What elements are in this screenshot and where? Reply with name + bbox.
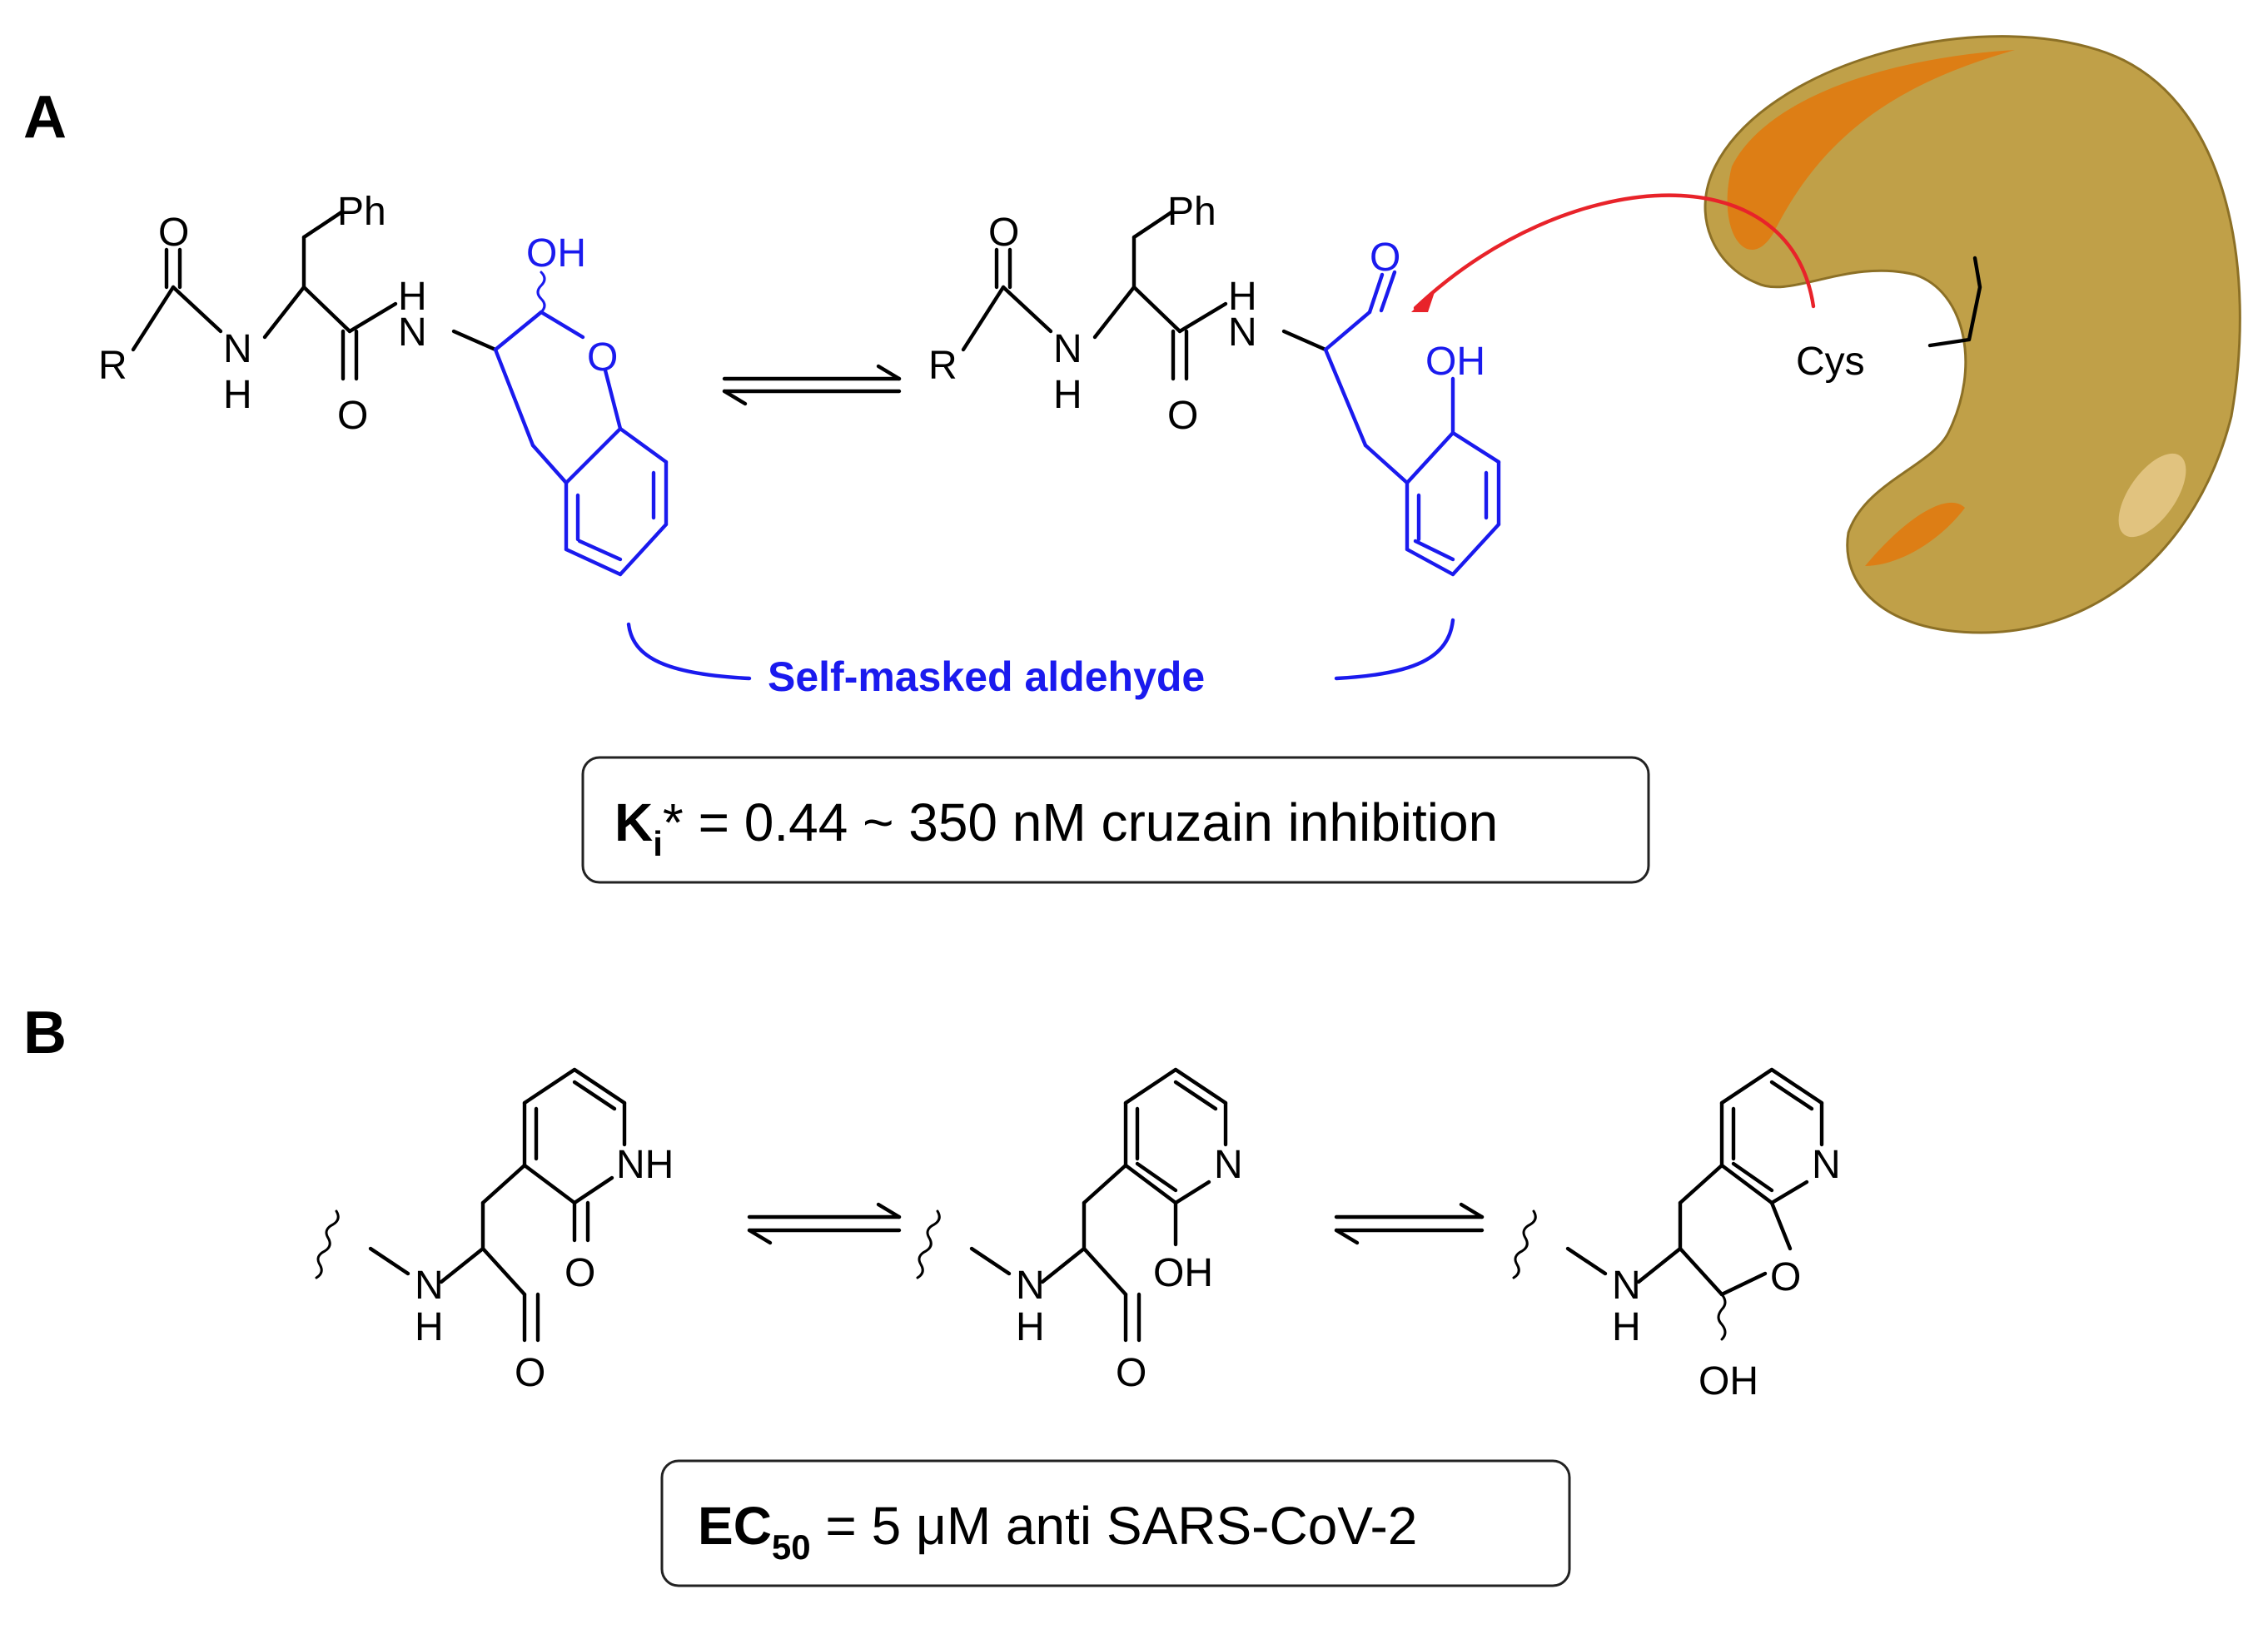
- molecule-b-cyclic: N H O N OH: [1512, 1067, 1841, 1403]
- phenyl-label: Ph: [337, 190, 386, 234]
- ki-text: Ki* = 0.44 ~ 350 nM cruzain inhibition: [614, 792, 1498, 863]
- b1-aldehyde-o: O: [515, 1351, 545, 1395]
- cys-residue: Cys: [1796, 256, 1982, 384]
- amide-o: O: [337, 394, 368, 438]
- b2-pyridine-n: N: [1214, 1143, 1243, 1187]
- ec50-box: [660, 1459, 1571, 1587]
- ring-o: O: [587, 335, 618, 380]
- b2-aldehyde-o: O: [1116, 1351, 1146, 1395]
- nh-n: N: [398, 310, 427, 355]
- molecule-a-cyclic: R O N H Ph O H N OH O: [98, 190, 669, 577]
- cys-label: Cys: [1796, 340, 1865, 384]
- r-group: R: [98, 344, 127, 388]
- ec50-symbol: EC: [698, 1496, 772, 1556]
- b1-oxo: O: [565, 1251, 595, 1295]
- molecule-b-hydroxypyridine: N H O N OH: [916, 1067, 1243, 1395]
- attack-arrow: [1413, 193, 1816, 310]
- amide-h-2: H: [1053, 373, 1082, 417]
- ec50-rest: = 5 μM anti SARS-CoV-2: [811, 1496, 1418, 1556]
- ki-symbol: K: [614, 792, 653, 852]
- b1-h: H: [415, 1305, 444, 1349]
- hemiacetal-oh: OH: [526, 231, 586, 276]
- b1-nh: NH: [616, 1143, 674, 1187]
- amide-n: N: [223, 327, 252, 371]
- b2-h: H: [1016, 1305, 1045, 1349]
- equilibrium-arrow-b2: [1334, 1202, 1485, 1245]
- nh-h: H: [398, 275, 427, 319]
- equilibrium-arrow-a: [722, 364, 902, 406]
- phenol-oh: OH: [1425, 340, 1485, 384]
- enzyme-shape: [1703, 35, 2241, 634]
- b2-n: N: [1016, 1264, 1045, 1308]
- b3-ring-o: O: [1770, 1255, 1801, 1299]
- molecule-b-pyridone: N H O NH O: [315, 1067, 674, 1395]
- nh-h-2: H: [1228, 275, 1257, 319]
- self-masked-caption: Self-masked aldehyde: [768, 653, 1205, 700]
- carbonyl-o: O: [158, 211, 189, 255]
- molecule-a-open: R O N H Ph O H N O OH: [928, 190, 1501, 577]
- aldehyde-o: O: [1370, 236, 1400, 280]
- b3-n: N: [1612, 1264, 1641, 1308]
- ki-sub: i: [653, 824, 663, 863]
- phenyl-label-2: Ph: [1167, 190, 1216, 234]
- ec50-sub: 50: [772, 1527, 811, 1567]
- b2-oh: OH: [1153, 1251, 1213, 1295]
- equilibrium-arrow-b1: [747, 1202, 902, 1245]
- amide-n-2: N: [1053, 327, 1082, 371]
- panel-b-label: B: [23, 1000, 67, 1066]
- b3-oh: OH: [1699, 1359, 1758, 1403]
- attack-arrow-head: [1411, 287, 1436, 312]
- nh-n-2: N: [1228, 310, 1257, 355]
- b3-pyridine-n: N: [1812, 1143, 1841, 1187]
- carbonyl-o-2: O: [988, 211, 1019, 255]
- ki-rest: * = 0.44 ~ 350 nM cruzain inhibition: [663, 792, 1498, 852]
- b3-h: H: [1612, 1305, 1641, 1349]
- panel-a-label: A: [23, 84, 67, 151]
- b1-n: N: [415, 1264, 444, 1308]
- ki-box: [581, 756, 1650, 884]
- amide-h: H: [223, 373, 252, 417]
- ec50-text: EC50 = 5 μM anti SARS-CoV-2: [698, 1496, 1417, 1567]
- amide-o-2: O: [1167, 394, 1198, 438]
- r-group-2: R: [928, 344, 957, 388]
- self-masked-bracket: [626, 618, 1455, 681]
